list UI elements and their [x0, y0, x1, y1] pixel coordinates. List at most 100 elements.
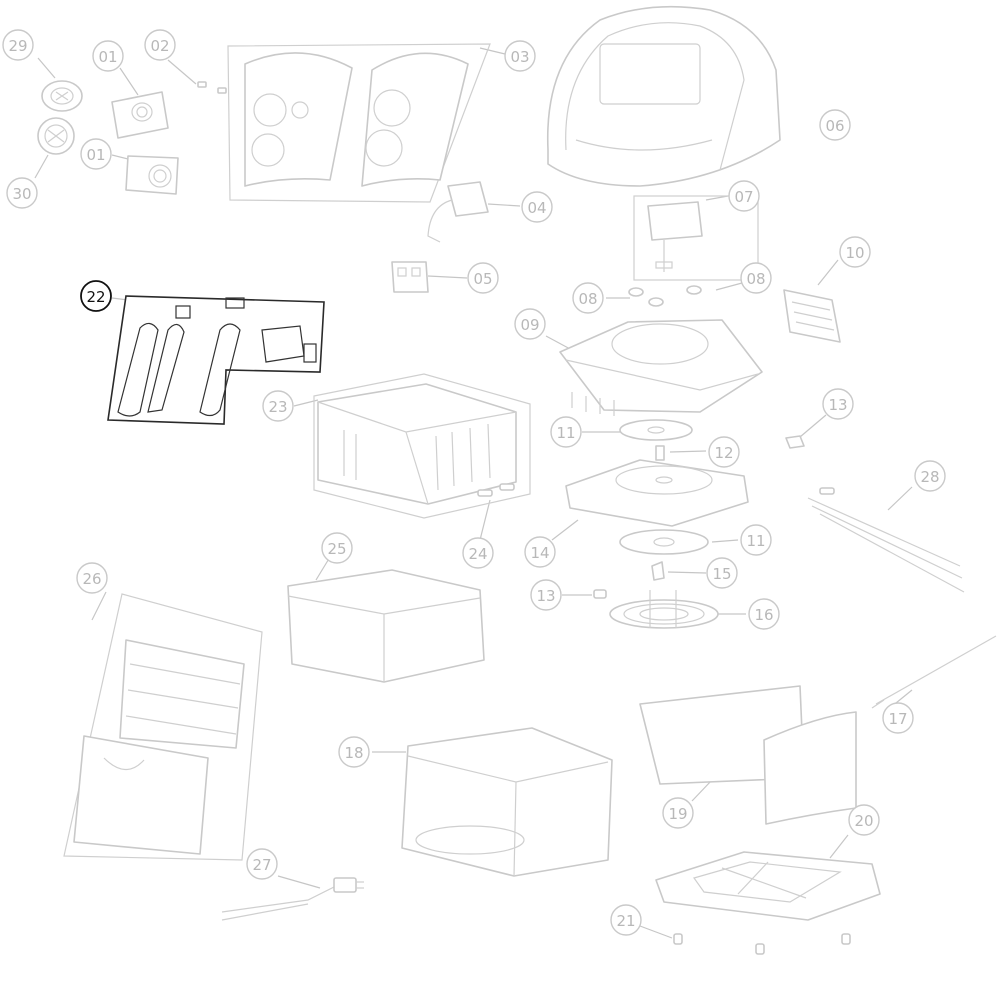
- callout-17: 17: [882, 702, 914, 734]
- callout-number: 29: [8, 37, 27, 55]
- callout-26: 26: [76, 562, 108, 594]
- callout-circle: [338, 736, 370, 768]
- callout-circle: [521, 191, 553, 223]
- clip-part-13-lower: [593, 589, 607, 599]
- callout-25: 25: [321, 532, 353, 564]
- side-panels-part-19: [639, 685, 857, 825]
- callout-circle: [467, 262, 499, 294]
- callout-10: 10: [839, 236, 871, 268]
- callout-number: 20: [854, 812, 873, 830]
- callout-circle: [524, 536, 556, 568]
- callout-11: 11: [550, 416, 582, 448]
- wire-part-17: [871, 635, 997, 709]
- callout-20: 20: [848, 804, 880, 836]
- callout-28: 28: [914, 460, 946, 492]
- heat-plate-part-14: [565, 459, 749, 527]
- callout-number: 01: [86, 146, 105, 164]
- callout-number: 12: [714, 444, 733, 462]
- base-plate-part-20: [655, 851, 881, 921]
- callout-number: 27: [252, 856, 271, 874]
- motor-part-07: [633, 195, 759, 281]
- callout-08: 08: [572, 282, 604, 314]
- callout-number: 11: [556, 424, 575, 442]
- callout-21: 21: [610, 904, 642, 936]
- callout-circle: [706, 557, 738, 589]
- callout-circle: [80, 280, 112, 312]
- callout-circle: [92, 40, 124, 72]
- callout-number: 21: [616, 912, 635, 930]
- callout-13: 13: [530, 579, 562, 611]
- callout-number: 08: [746, 270, 765, 288]
- callout-circle: [530, 579, 562, 611]
- callout-circle: [839, 236, 871, 268]
- cable-set-part-28: [807, 487, 965, 593]
- callout-circle: [321, 532, 353, 564]
- callout-circle: [2, 29, 34, 61]
- callout-circle: [748, 598, 780, 630]
- switch-part-01-upper: [111, 91, 169, 139]
- callout-number: 26: [82, 570, 101, 588]
- callout-number: 16: [754, 606, 773, 624]
- callout-08: 08: [740, 262, 772, 294]
- heating-element-part-16: [609, 590, 719, 629]
- housing-shell-part-18: [401, 727, 613, 877]
- callout-number: 14: [530, 544, 549, 562]
- clip-part-13-upper: [785, 435, 805, 449]
- callout-circle: [662, 797, 694, 829]
- callout-number: 24: [468, 545, 487, 563]
- switch-part-01-lower: [125, 155, 179, 195]
- callout-18: 18: [338, 736, 370, 768]
- power-cord-part-27: [221, 877, 364, 921]
- callout-circle: [882, 702, 914, 734]
- knob-part-29: [41, 80, 83, 112]
- callout-circle: [728, 180, 760, 212]
- leader-lines: [34, 47, 913, 939]
- callout-circle: [708, 436, 740, 468]
- callout-12: 12: [708, 436, 740, 468]
- shaft-part-12: [655, 445, 665, 461]
- callout-number: 23: [268, 398, 287, 416]
- callout-07: 07: [728, 180, 760, 212]
- callout-circle: [914, 460, 946, 492]
- grommet-part-08: [628, 285, 702, 307]
- callout-circle: [819, 109, 851, 141]
- callout-circle: [610, 904, 642, 936]
- callout-03: 03: [504, 40, 536, 72]
- callout-01: 01: [80, 138, 112, 170]
- front-door-part-26: [63, 593, 263, 861]
- knob-part-30: [37, 117, 75, 155]
- callout-11: 11: [740, 524, 772, 556]
- callout-02: 02: [144, 29, 176, 61]
- callout-01: 01: [92, 40, 124, 72]
- callout-number: 02: [150, 37, 169, 55]
- callout-number: 04: [527, 199, 546, 217]
- callout-circle: [80, 138, 112, 170]
- callout-number: 17: [888, 710, 907, 728]
- callout-24: 24: [462, 537, 494, 569]
- callout-number: 09: [520, 316, 539, 334]
- callout-number: 07: [734, 188, 753, 206]
- control-panel-part-03: [227, 43, 491, 203]
- terminal-part-05: [391, 261, 429, 293]
- callout-circle: [246, 848, 278, 880]
- callout-09: 09: [514, 308, 546, 340]
- callout-23: 23: [262, 390, 294, 422]
- callout-circle: [514, 308, 546, 340]
- callout-number: 03: [510, 48, 529, 66]
- callout-number: 30: [12, 185, 31, 203]
- callout-04: 04: [521, 191, 553, 223]
- callout-number: 08: [578, 290, 597, 308]
- callout-15: 15: [706, 557, 738, 589]
- fastener-part-24: [477, 483, 515, 497]
- callout-circle: [462, 537, 494, 569]
- callout-circle: [550, 416, 582, 448]
- motor-bracket-part-09: [559, 319, 763, 416]
- callout-circle: [740, 262, 772, 294]
- callout-circle: [572, 282, 604, 314]
- callout-06: 06: [819, 109, 851, 141]
- callout-14: 14: [524, 536, 556, 568]
- callout-number: 22: [86, 288, 105, 306]
- callout-29: 29: [2, 29, 34, 61]
